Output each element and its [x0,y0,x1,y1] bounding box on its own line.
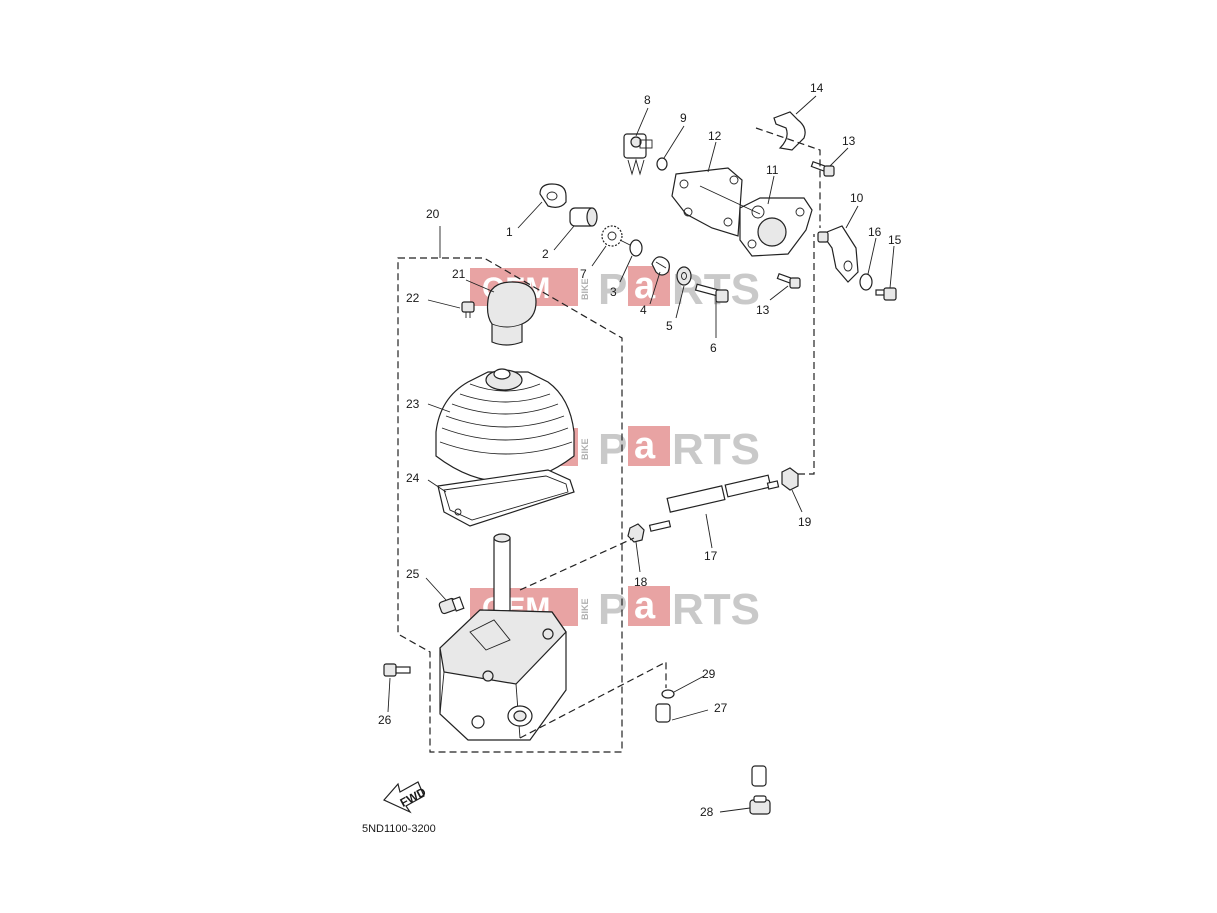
label-part-13-lower: 13 [756,303,770,317]
label-part-4: 4 [640,303,647,317]
label-part-23: 23 [406,397,420,411]
label-part-9: 9 [680,111,687,125]
label-part-2: 2 [542,247,549,261]
label-part-13-upper: 13 [842,134,856,148]
label-part-26: 26 [378,713,392,727]
part-13-bolt-upper [810,160,835,177]
part-16-washer [859,273,873,291]
diagram-code: 5ND1100-3200 [362,823,436,835]
label-part-21: 21 [452,267,466,281]
label-part-7: 7 [580,267,587,281]
part-17-rod [648,474,780,532]
fwd-label: FWD [398,785,429,810]
label-part-5: 5 [666,319,673,333]
label-part-8: 8 [644,93,651,107]
label-part-17: 17 [704,549,718,563]
part-3-washer [629,239,643,257]
fwd-arrow: FWD [383,781,429,814]
part-14-clamp [773,111,806,151]
connector-hose [519,661,667,739]
label-part-1: 1 [506,225,513,239]
connector-19-to-10 [798,234,815,475]
label-part-6: 6 [710,341,717,355]
shift-knob [486,281,537,346]
part-13-bolt-lower [776,272,801,289]
part-12-gasket [671,167,743,237]
housing-bolt [383,663,411,677]
part-2-bushing [569,207,598,227]
part-29-clip [661,689,675,699]
connector-12-cover [699,185,761,215]
shift-boot [435,368,575,483]
connector-rod-to-lever [519,537,635,591]
knob-screw [461,301,475,318]
svg-text:P: P [598,425,627,474]
label-part-14: 14 [810,81,824,95]
svg-text:RTS: RTS [672,425,760,474]
part-4-spring [651,256,670,276]
label-part-15: 15 [888,233,902,247]
part-11-cover [739,197,813,257]
shift-lever-housing [439,533,567,741]
label-part-16: 16 [868,225,882,239]
label-part-27: 27 [714,701,728,715]
label-part-10: 10 [850,191,864,205]
label-part-28: 28 [700,805,714,819]
svg-text:BIKE: BIKE [580,278,590,300]
label-part-12: 12 [708,129,722,143]
svg-text:BIKE: BIKE [580,438,590,460]
label-part-18: 18 [634,575,648,589]
svg-text:P: P [598,265,627,314]
svg-text:a: a [634,585,656,627]
part-15-bolt [875,287,897,301]
svg-text:RTS: RTS [672,585,760,634]
label-part-24: 24 [406,471,420,485]
part-6-bolt [694,283,729,303]
part-5-washer [676,266,692,286]
svg-text:BIKE: BIKE [580,598,590,620]
label-part-11: 11 [766,163,779,177]
part-18-nut [627,523,645,543]
label-part-29: 29 [702,667,716,681]
label-part-22: 22 [406,291,420,305]
part-9-o-ring [656,157,668,171]
svg-text:a: a [634,265,656,307]
part-27-hose [655,703,767,787]
part-28-cap [749,795,771,815]
part-8-shaft [623,133,653,176]
label-part-25: 25 [406,567,420,581]
svg-text:P: P [598,585,627,634]
part-10-arm [817,225,859,283]
shift-lever-assembly-outline [397,257,623,753]
leader-lines [387,95,895,813]
watermark-top: OEM BIKE P a RTS [470,265,760,314]
part-7-gear [601,225,633,247]
boot-gasket [437,469,575,527]
lever-bolt [438,596,465,615]
part-number-labels: 1 2 3 4 5 6 7 8 9 10 11 12 13 13 14 15 1… [378,81,902,819]
svg-text:a: a [634,425,656,467]
part-19-nut [781,467,799,491]
label-part-19: 19 [798,515,812,529]
label-part-20: 20 [426,207,440,221]
part-1-lever [539,183,567,208]
connector-cover-to-arm [755,127,821,228]
label-part-3: 3 [610,285,617,299]
